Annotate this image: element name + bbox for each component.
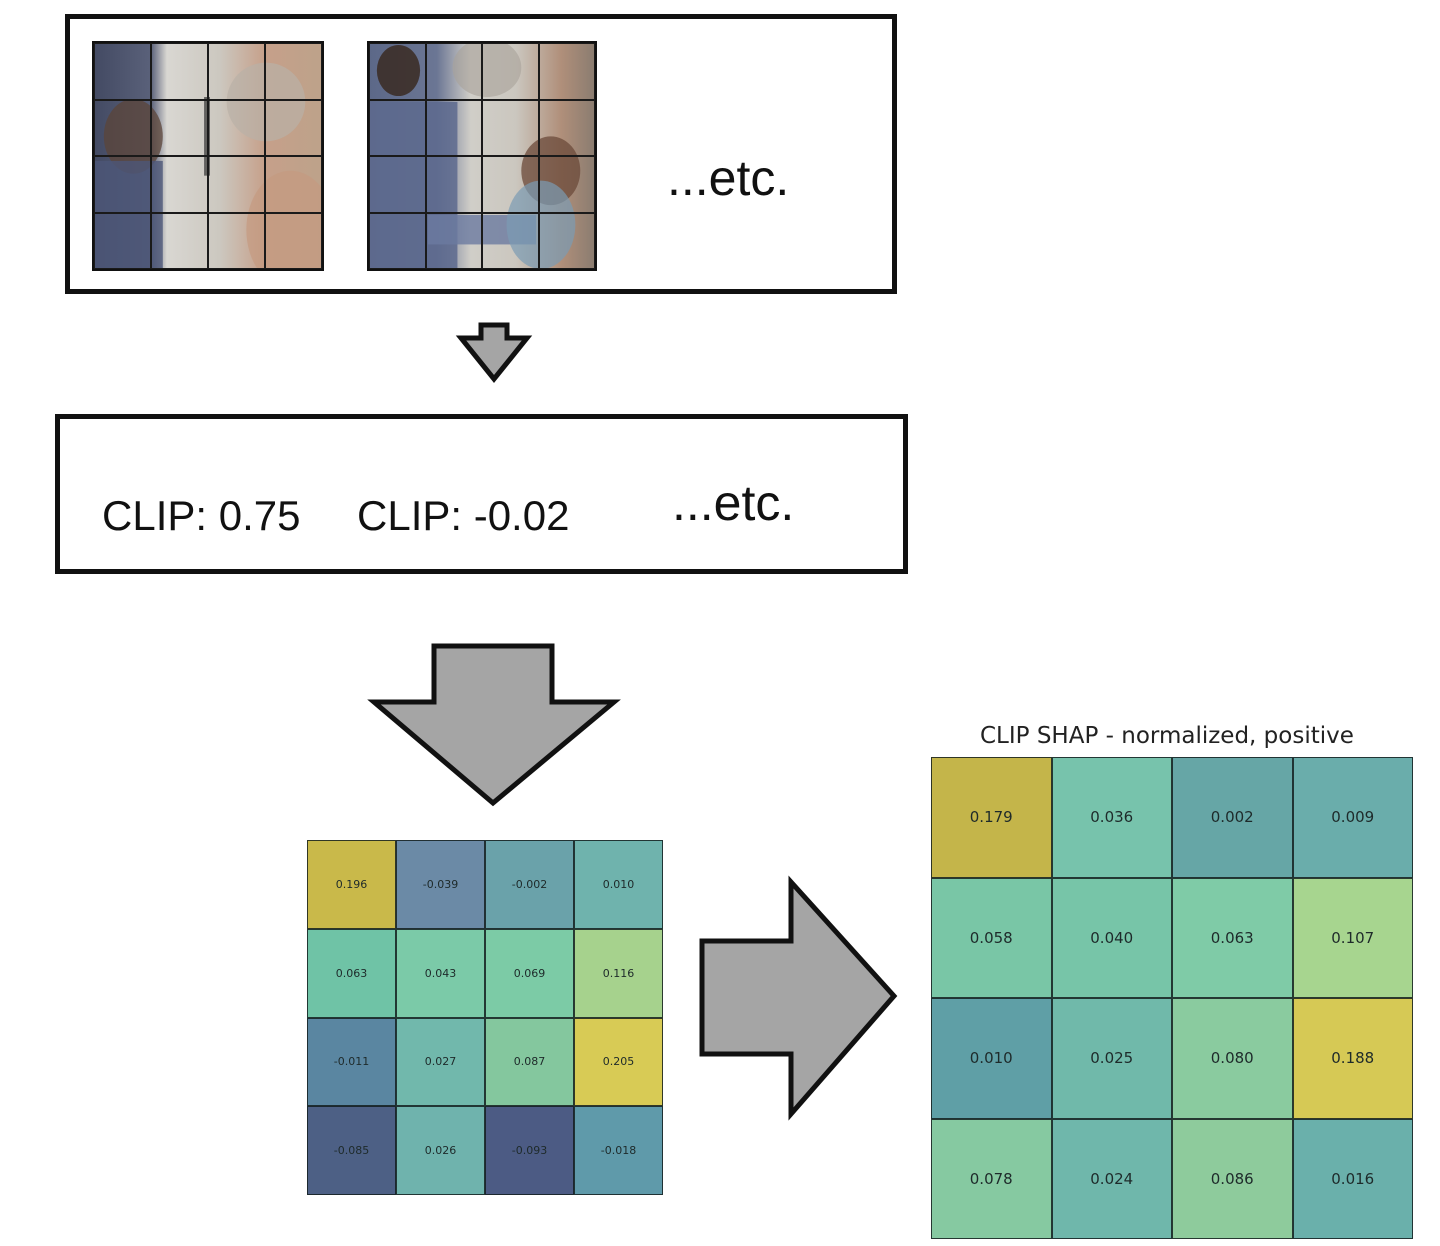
normalized-shap-title: CLIP SHAP - normalized, positive — [980, 723, 1354, 749]
large-down-arrow — [367, 643, 621, 807]
heatmap-cell: 0.063 — [1172, 877, 1293, 998]
heatmap-cell: -0.011 — [307, 1017, 396, 1107]
ellipsis-text: ...etc. — [672, 475, 795, 531]
heatmap-cell: -0.085 — [307, 1106, 396, 1195]
heatmap-cell: -0.039 — [396, 840, 485, 929]
small-down-arrow — [455, 322, 533, 383]
heatmap-cell: 0.107 — [1292, 877, 1413, 998]
heatmap-cell: 0.027 — [396, 1017, 485, 1107]
heatmap-cell: 0.016 — [1292, 1118, 1413, 1239]
heatmap-cell: -0.018 — [574, 1106, 663, 1195]
right-arrow — [699, 875, 898, 1121]
heatmap-cell: 0.179 — [931, 757, 1052, 878]
heatmap-cell: 0.026 — [396, 1106, 485, 1195]
heatmap-cell: -0.093 — [485, 1106, 574, 1195]
masked-images-box: ...etc. — [65, 14, 897, 294]
heatmap-cell: 0.078 — [931, 1118, 1052, 1239]
heatmap-cell: 0.063 — [307, 928, 396, 1018]
clip-score-1: CLIP: 0.75 — [102, 492, 301, 539]
masked-image-2 — [367, 41, 597, 271]
masked-image-1 — [92, 41, 324, 271]
heatmap-cell: -0.002 — [485, 840, 574, 929]
heatmap-cell: 0.025 — [1051, 998, 1172, 1119]
clip-score-2: CLIP: -0.02 — [357, 492, 570, 539]
heatmap-cell: 0.010 — [931, 998, 1052, 1119]
heatmap-cell: 0.069 — [485, 928, 574, 1018]
heatmap-cell: 0.188 — [1292, 998, 1413, 1119]
heatmap-cell: 0.196 — [307, 840, 396, 929]
heatmap-cell: 0.087 — [485, 1017, 574, 1107]
heatmap-cell: 0.009 — [1292, 757, 1413, 878]
heatmap-cell: 0.002 — [1172, 757, 1293, 878]
heatmap-cell: 0.036 — [1051, 757, 1172, 878]
heatmap-cell: 0.010 — [574, 840, 663, 929]
heatmap-cell: 0.024 — [1051, 1118, 1172, 1239]
heatmap-cell: 0.116 — [574, 928, 663, 1018]
heatmap-cell: 0.086 — [1172, 1118, 1293, 1239]
clip-scores-box: CLIP: 0.75 CLIP: -0.02 ...etc. — [55, 414, 908, 574]
heatmap-cell: 0.205 — [574, 1017, 663, 1107]
heatmap-cell: 0.043 — [396, 928, 485, 1018]
heatmap-cell: 0.080 — [1172, 998, 1293, 1119]
heatmap-cell: 0.040 — [1051, 877, 1172, 998]
heatmap-cell: 0.058 — [931, 877, 1052, 998]
ellipsis-text: ...etc. — [667, 150, 790, 206]
